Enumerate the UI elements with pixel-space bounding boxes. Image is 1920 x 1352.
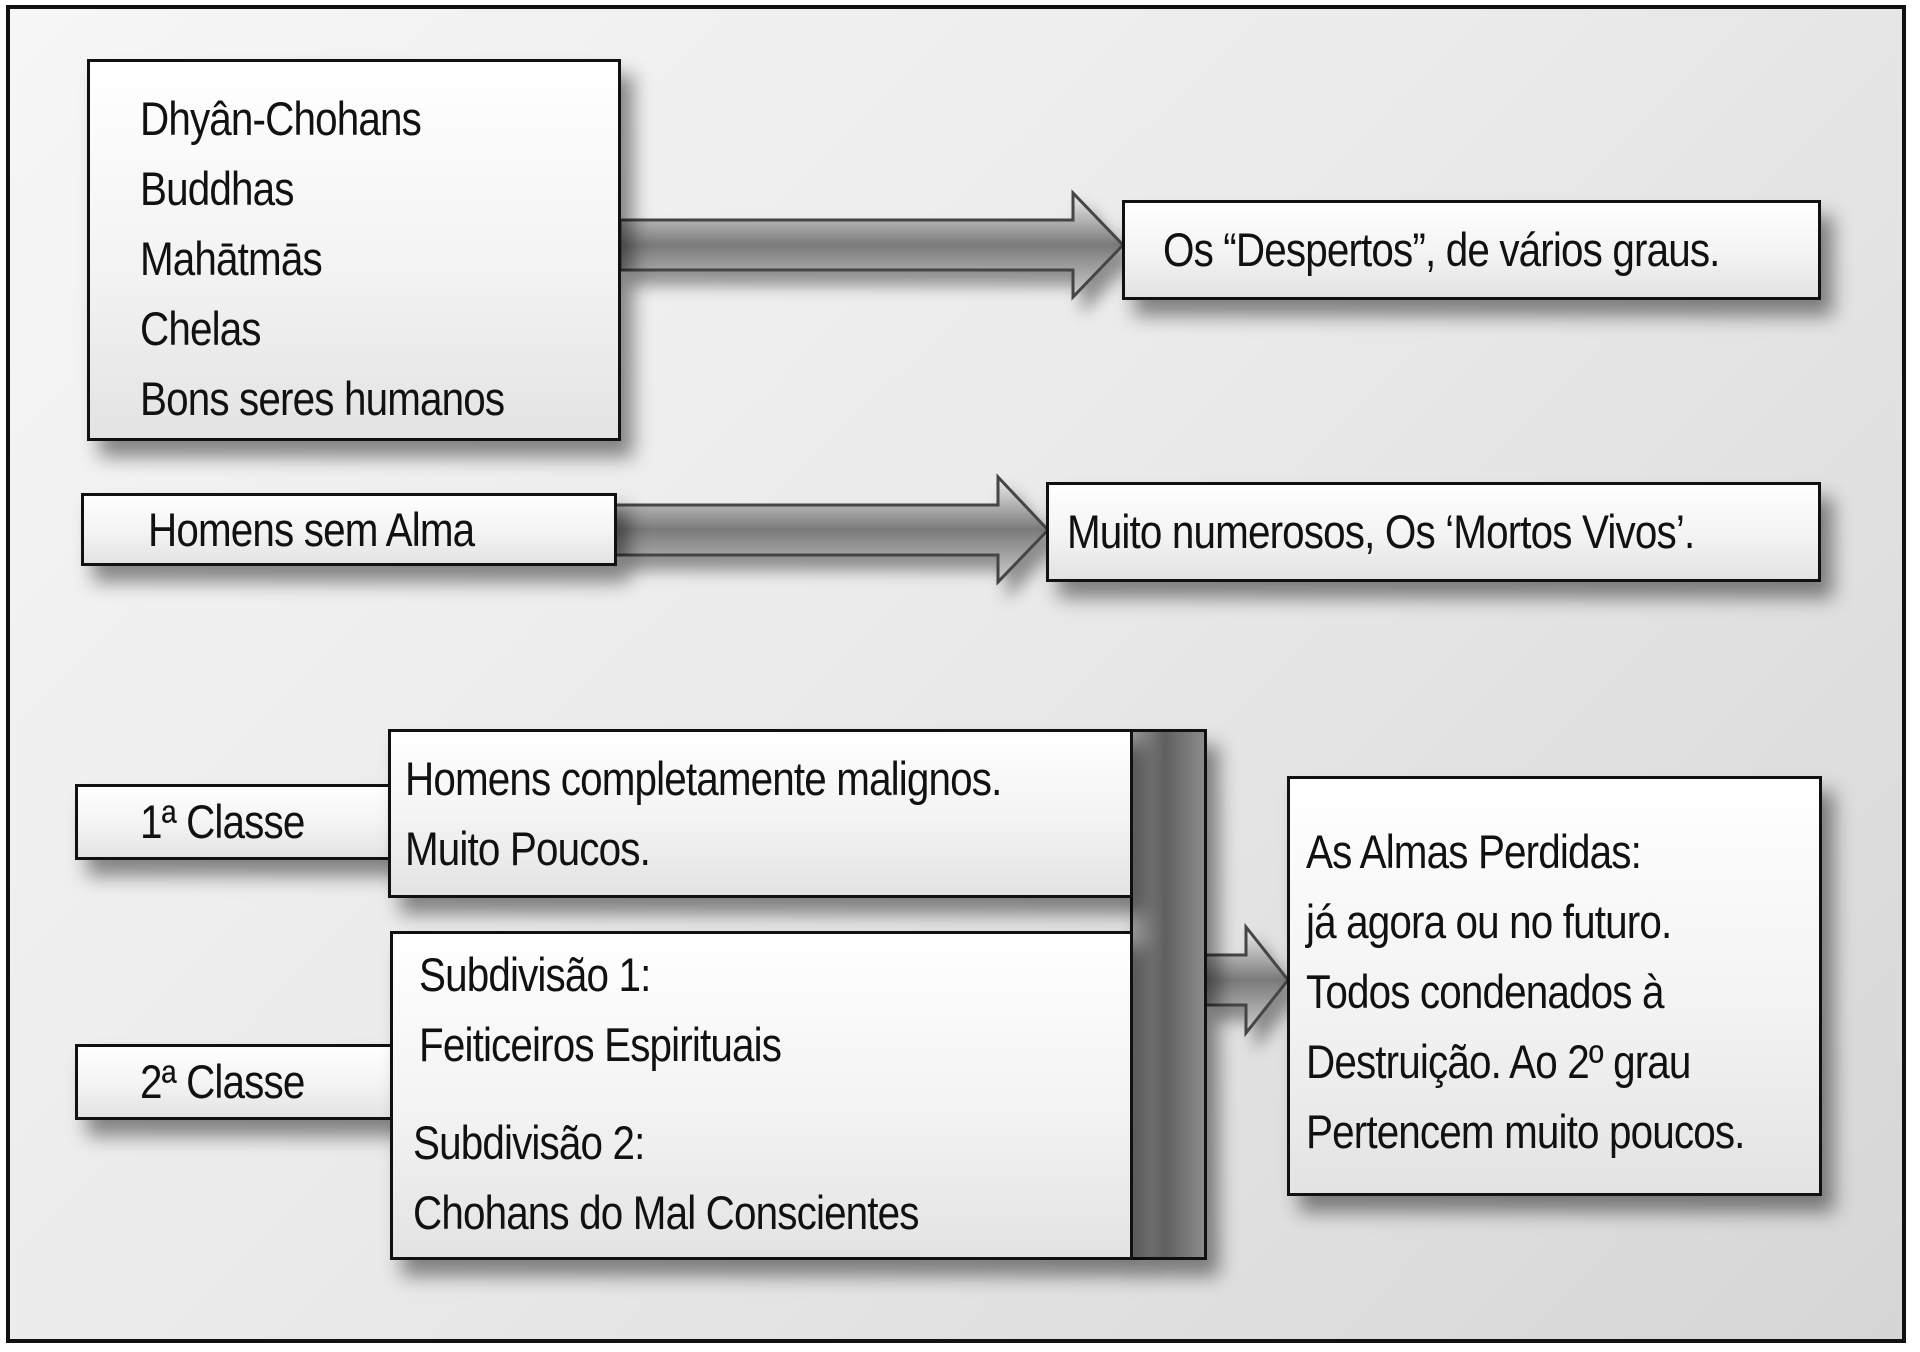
second-class-description-box: Subdivisão 1: Feiticeiros Espirituais Su… (390, 931, 1133, 1260)
list-item-dhyan-chohans: Dhyân-Chohans (140, 92, 422, 145)
arrow-lost-souls (1203, 922, 1290, 1038)
lost-souls-line-1: As Almas Perdidas: (1306, 825, 1642, 878)
soulless-men-label: Homens sem Alma (148, 502, 475, 556)
lost-souls-line-2: já agora ou no futuro. (1306, 895, 1672, 948)
first-class-description-box: Homens completamente malignos. Muito Pou… (388, 729, 1133, 898)
lost-souls-box: As Almas Perdidas: já agora ou no futuro… (1287, 776, 1822, 1196)
list-item-chelas: Chelas (140, 302, 262, 355)
subdivision-1-text: Feiticeiros Espirituais (419, 1018, 782, 1071)
first-class-label: 1ª Classe (140, 795, 305, 848)
lost-souls-line-5: Pertencem muito poucos. (1306, 1105, 1745, 1158)
first-class-line-1: Homens completamente malignos. (405, 752, 1002, 805)
second-class-label-box: 2ª Classe (75, 1044, 395, 1120)
awakened-result-text: Os “Despertos”, de vários graus. (1163, 223, 1720, 276)
subdivision-1-title: Subdivisão 1: (419, 948, 651, 1001)
first-class-label-box: 1ª Classe (75, 784, 395, 860)
list-item-good-humans: Bons seres humanos (140, 372, 505, 425)
soulless-men-box: Homens sem Alma (81, 493, 617, 566)
subdivision-2-text: Chohans do Mal Conscientes (413, 1186, 920, 1239)
arrow-soulless (613, 473, 1051, 586)
class-connector-bar (1130, 729, 1207, 1260)
living-dead-box: Muito numerosos, Os ‘Mortos Vivos’. (1046, 482, 1821, 582)
awakened-beings-box: Dhyân-Chohans Buddhas Mahātmās Chelas Bo… (87, 59, 621, 441)
list-item-mahatmas: Mahātmās (140, 232, 323, 285)
living-dead-text: Muito numerosos, Os ‘Mortos Vivos’. (1067, 505, 1695, 558)
second-class-label: 2ª Classe (140, 1055, 305, 1108)
first-class-line-2: Muito Poucos. (405, 822, 651, 875)
subdivision-2-title: Subdivisão 2: (413, 1116, 645, 1169)
awakened-result-box: Os “Despertos”, de vários graus. (1122, 200, 1821, 300)
list-item-buddhas: Buddhas (140, 162, 294, 215)
lost-souls-line-4: Destruição. Ao 2º grau (1306, 1035, 1691, 1088)
lost-souls-line-3: Todos condenados à (1306, 965, 1664, 1018)
arrow-awakened (618, 189, 1126, 301)
